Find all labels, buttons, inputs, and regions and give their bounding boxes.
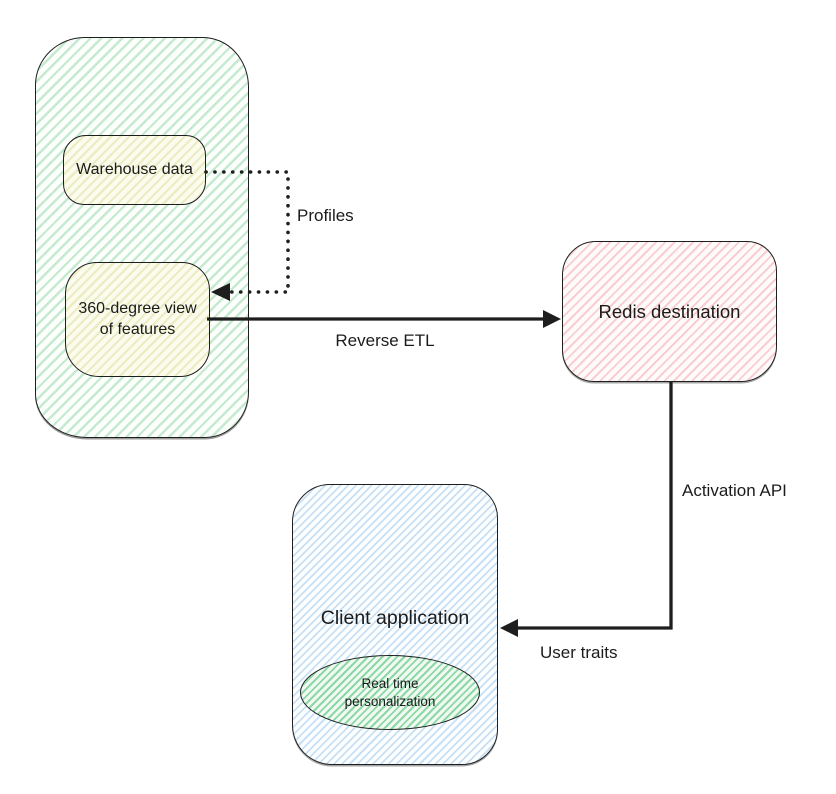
node-client-application: Client application Real time personaliza…	[292, 484, 498, 765]
warehouse-group-container	[35, 37, 249, 438]
node-redis-destination-label: Redis destination	[598, 300, 741, 322]
node-warehouse-data: Warehouse data	[63, 135, 206, 205]
edge-label-activation-api: Activation API	[682, 481, 787, 500]
node-360-degree-view: 360-degree view of features	[65, 262, 210, 377]
node-client-application-label: Client application	[320, 607, 470, 629]
edge-label-reverse-etl: Reverse ETL	[335, 331, 435, 350]
node-real-time-personalization-label: Real time personalization	[344, 675, 436, 709]
edge-reverse-etl-arrowhead-icon	[543, 310, 561, 328]
edge-label-user-traits: User traits	[540, 643, 618, 662]
edge-redis-to-client-path	[514, 382, 673, 630]
node-real-time-personalization: Real time personalization	[300, 655, 480, 730]
edge-label-profiles: Profiles	[297, 206, 354, 225]
edge-redis-to-client-arrowhead-icon	[500, 619, 518, 637]
node-360-degree-view-label: 360-degree view of features	[78, 299, 197, 338]
node-warehouse-data-label: Warehouse data	[76, 161, 193, 178]
node-redis-destination: Redis destination	[562, 241, 777, 382]
